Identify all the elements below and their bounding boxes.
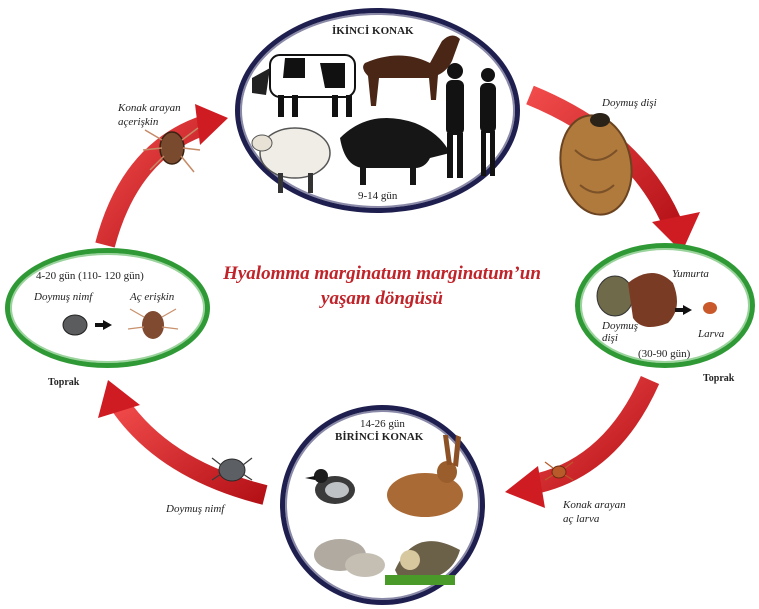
hedgehog-icon <box>395 541 460 581</box>
engorged-nymph-bottom-label: Doymuş nimf <box>166 503 224 515</box>
second-host-label: İKİNCİ KONAK <box>332 25 414 37</box>
soil-right-label: Toprak <box>703 373 734 384</box>
engorged-nymph-label: Doymuş nimf <box>34 291 92 303</box>
hare-icon <box>387 435 463 517</box>
engorged-female-top-label: Doymuş dişi <box>602 97 657 109</box>
hungry-adult-label: Aç erişkin <box>130 291 174 303</box>
larva-label: Larva <box>698 328 724 340</box>
engorged-female-label: Doymuş dişi <box>602 320 638 344</box>
egg-larva-duration: (30-90 gün) <box>638 348 690 360</box>
diagram-title-line1: Hyalomma marginatum marginatum’un <box>212 263 552 285</box>
humans-icon <box>446 63 496 178</box>
second-host-animals-image <box>240 13 515 208</box>
egg-larva-image <box>580 248 750 363</box>
arrow-bottom-right <box>505 380 650 508</box>
host-seeking-larva-label: Konak arayan aç larva <box>563 498 626 526</box>
egg-larva-stage-circle: Yumurta Doymuş dişi Larva (30-90 gün) <box>575 243 755 368</box>
egg-label: Yumurta <box>672 268 709 280</box>
horse-icon <box>363 35 460 106</box>
diagram-title-line2: yaşam döngüsü <box>212 288 552 310</box>
partridge-icon <box>314 539 385 577</box>
host-seeking-adult-label: Konak arayan açerişkin <box>118 101 181 129</box>
crow-icon <box>305 469 355 504</box>
sheep-icon <box>252 128 330 193</box>
first-host-label: BİRİNCİ KONAK <box>335 431 423 443</box>
nymph-adult-stage-circle: 4-20 gün (110- 120 gün) Doymuş nimf Aç e… <box>5 248 210 368</box>
second-host-duration: 9-14 gün <box>358 190 397 202</box>
first-host-circle: 14-26 gün BİRİNCİ KONAK <box>280 405 485 605</box>
engorged-female-tick-image <box>553 110 639 221</box>
soil-left-label: Toprak <box>48 377 79 388</box>
cow-icon <box>252 55 355 117</box>
nymph-adult-duration: 4-20 gün (110- 120 gün) <box>36 270 144 282</box>
boar-icon <box>340 118 450 185</box>
first-host-duration: 14-26 gün <box>360 418 405 430</box>
second-host-circle: İKİNCİ KONAK 9-14 gün <box>235 8 520 213</box>
